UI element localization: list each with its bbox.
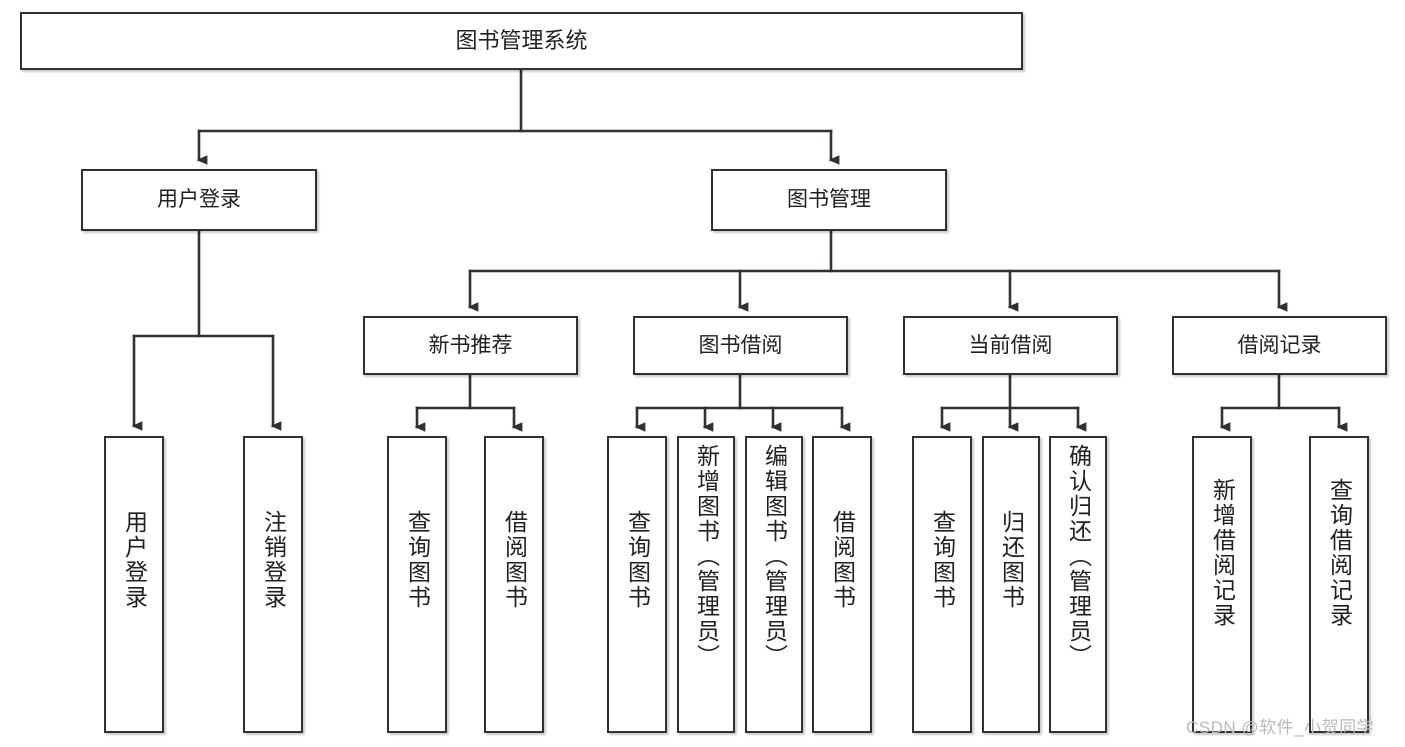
node-borrow-record[interactable]: 借阅记录 bbox=[1172, 316, 1387, 375]
node-book-manage[interactable]: 图书管理 bbox=[711, 169, 947, 231]
leaf-query-book-borrow[interactable]: 查询图书 bbox=[607, 436, 667, 733]
leaf-edit-book[interactable]: 编辑图书（管理员） bbox=[745, 436, 803, 733]
node-label: 图书管理 bbox=[787, 188, 871, 212]
node-label: 用户登录 bbox=[157, 188, 241, 212]
node-label: 新增借阅记录 bbox=[1209, 478, 1236, 628]
node-label: 归还图书 bbox=[998, 510, 1025, 610]
node-user-login[interactable]: 用户登录 bbox=[81, 169, 317, 231]
leaf-borrow-book-rec[interactable]: 借阅图书 bbox=[484, 436, 544, 733]
csdn-watermark: CSDN @软件_小贺同学 bbox=[1186, 718, 1375, 737]
node-label: 查询图书 bbox=[404, 510, 431, 610]
node-label: 用户登录 bbox=[121, 510, 148, 610]
leaf-add-borrow-record[interactable]: 新增借阅记录 bbox=[1192, 436, 1252, 733]
leaf-add-book[interactable]: 新增图书（管理员） bbox=[677, 436, 735, 733]
leaf-confirm-return[interactable]: 确认归还（管理员） bbox=[1049, 436, 1107, 733]
leaf-user-login[interactable]: 用户登录 bbox=[104, 436, 164, 733]
node-book-borrow[interactable]: 图书借阅 bbox=[633, 316, 848, 375]
node-label: 查询图书 bbox=[624, 510, 651, 610]
leaf-query-borrow-record[interactable]: 查询借阅记录 bbox=[1309, 436, 1369, 733]
leaf-return-book[interactable]: 归还图书 bbox=[982, 436, 1040, 733]
node-root-system[interactable]: 图书管理系统 bbox=[20, 12, 1023, 70]
leaf-query-book-rec[interactable]: 查询图书 bbox=[387, 436, 447, 733]
node-current-borrow[interactable]: 当前借阅 bbox=[903, 316, 1118, 375]
node-label: 确认归还（管理员） bbox=[1065, 444, 1092, 669]
node-label: 注销登录 bbox=[260, 510, 287, 610]
node-label: 新增图书（管理员） bbox=[693, 444, 720, 669]
node-label: 当前借阅 bbox=[968, 333, 1053, 357]
node-label: 查询图书 bbox=[929, 510, 956, 610]
node-label: 借阅图书 bbox=[829, 510, 856, 610]
node-label: 查询借阅记录 bbox=[1326, 478, 1353, 628]
node-label: 借阅图书 bbox=[501, 510, 528, 610]
node-label: 借阅记录 bbox=[1237, 333, 1322, 357]
leaf-query-book-current[interactable]: 查询图书 bbox=[912, 436, 972, 733]
node-label: 编辑图书（管理员） bbox=[761, 444, 788, 669]
node-label: 图书借阅 bbox=[698, 333, 783, 357]
node-label: 图书管理系统 bbox=[455, 27, 588, 53]
leaf-logout-login[interactable]: 注销登录 bbox=[243, 436, 303, 733]
leaf-borrow-book-borrow[interactable]: 借阅图书 bbox=[812, 436, 872, 733]
node-new-book-rec[interactable]: 新书推荐 bbox=[363, 316, 578, 375]
node-label: 新书推荐 bbox=[428, 333, 513, 357]
